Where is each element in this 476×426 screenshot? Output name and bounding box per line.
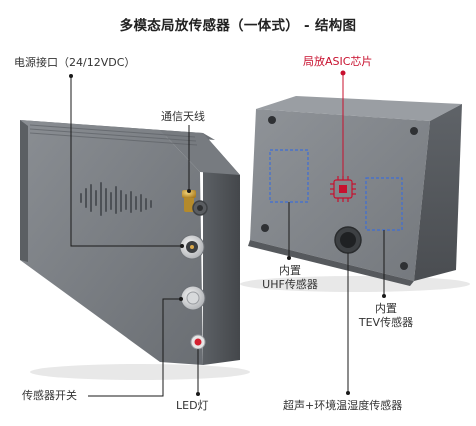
sound-wave-logo xyxy=(80,182,152,216)
right-device-side xyxy=(414,104,462,281)
left-device-side-panel xyxy=(203,133,240,365)
label-uhf-line1: 内置 xyxy=(279,264,301,277)
leader-lines xyxy=(70,76,385,397)
label-power-port: 电源接口（24/12VDC） xyxy=(14,56,136,69)
left-device-front xyxy=(20,120,203,365)
label-tev-line2: TEV传感器 xyxy=(358,316,414,329)
sensor-switch-knob xyxy=(180,285,206,311)
label-asic: 局放ASIC芯片 xyxy=(303,55,373,68)
label-tev-line1: 内置 xyxy=(375,302,397,315)
power-connector xyxy=(179,234,205,260)
diagram-title: 多模态局放传感器（一体式） - 结构图 xyxy=(119,18,357,34)
right-device xyxy=(240,96,470,292)
right-device-top-rim xyxy=(256,96,462,121)
led-indicator xyxy=(190,334,206,350)
label-ultrasonic: 超声+环境温湿度传感器 xyxy=(283,399,403,412)
antenna-connector xyxy=(182,190,208,216)
asic-chip-icon xyxy=(330,176,356,202)
right-device-face xyxy=(250,109,430,281)
left-device xyxy=(20,120,250,380)
label-antenna: 通信天线 xyxy=(161,110,205,123)
asic-dot xyxy=(340,70,346,76)
leader-dots xyxy=(69,74,386,396)
screw-icon xyxy=(261,224,269,232)
screw-icon xyxy=(410,127,418,135)
screw-icon xyxy=(268,116,276,124)
ultrasonic-port xyxy=(334,226,362,254)
label-uhf-line2: UHF传感器 xyxy=(262,278,318,291)
label-sensor-switch: 传感器开关 xyxy=(22,389,77,402)
screw-icon xyxy=(400,262,408,270)
label-led: LED灯 xyxy=(176,399,209,412)
